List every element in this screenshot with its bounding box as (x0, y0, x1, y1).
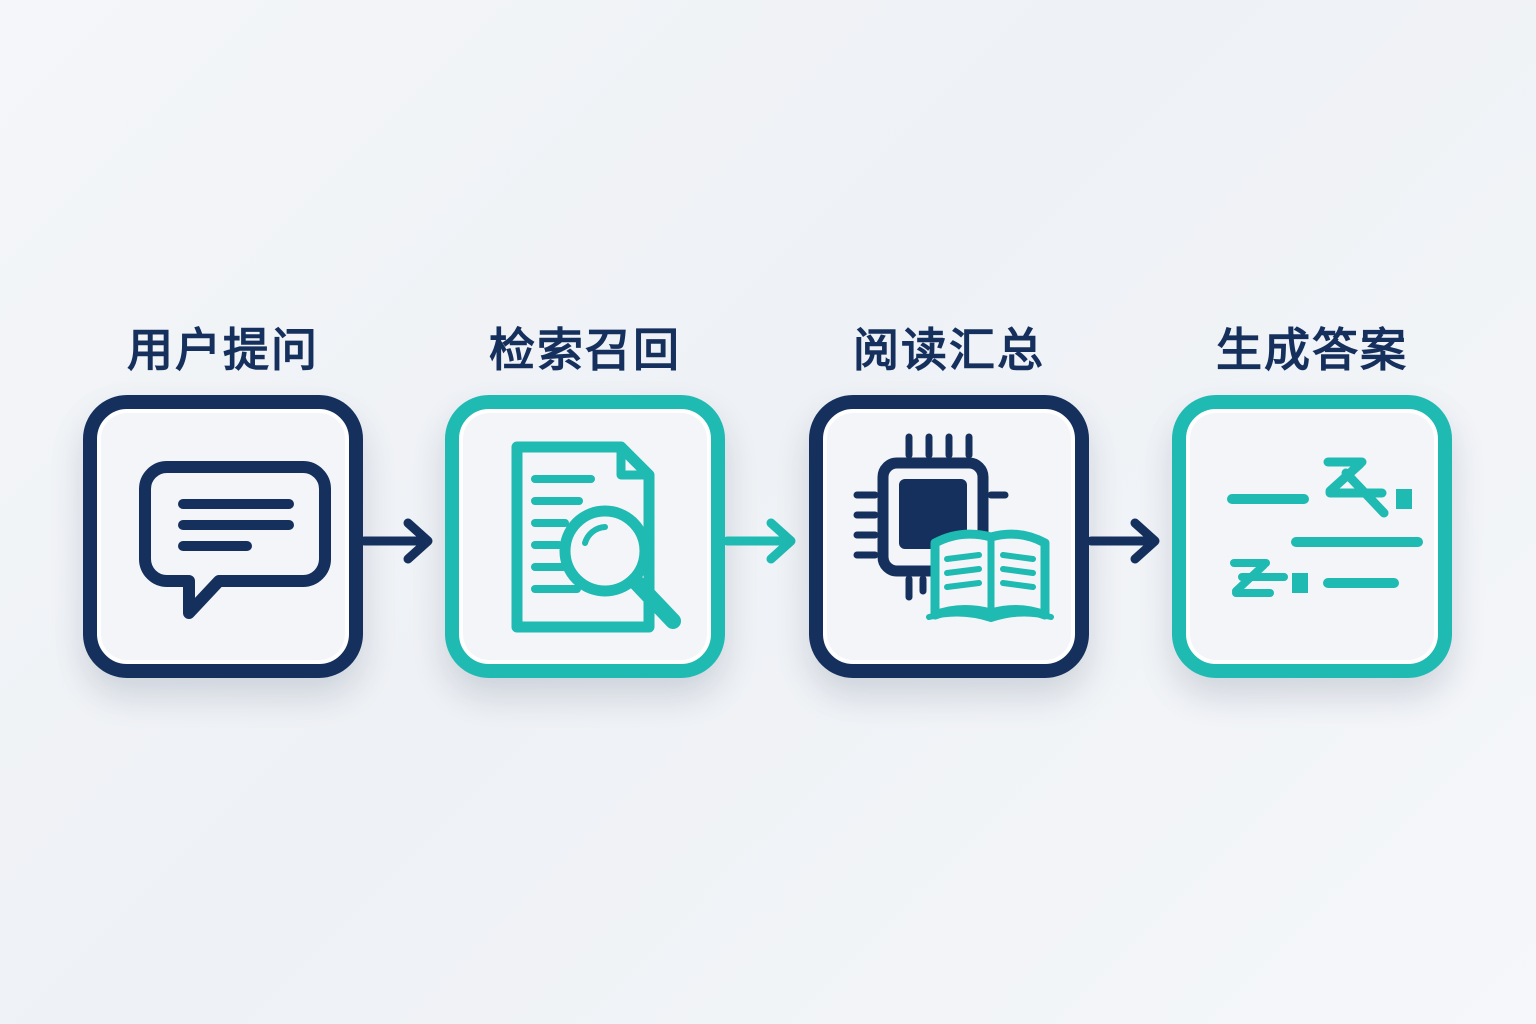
chip-book-icon (853, 433, 1054, 623)
arrow-right-icon (1087, 518, 1160, 564)
generated-lines-icon (1227, 457, 1423, 597)
step-card (445, 395, 725, 678)
step-card (809, 395, 1089, 678)
step-card (1172, 395, 1452, 678)
arrow-right-icon (360, 518, 433, 564)
chat-bubble-icon (139, 461, 331, 619)
step-label: 生成答案 (1216, 323, 1408, 377)
step-label: 阅读汇总 (853, 323, 1045, 377)
arrow-right-icon (723, 518, 796, 564)
step-label: 用户提问 (127, 323, 319, 377)
document-search-icon (511, 441, 681, 633)
step-card (83, 395, 363, 678)
step-label: 检索召回 (489, 323, 681, 377)
